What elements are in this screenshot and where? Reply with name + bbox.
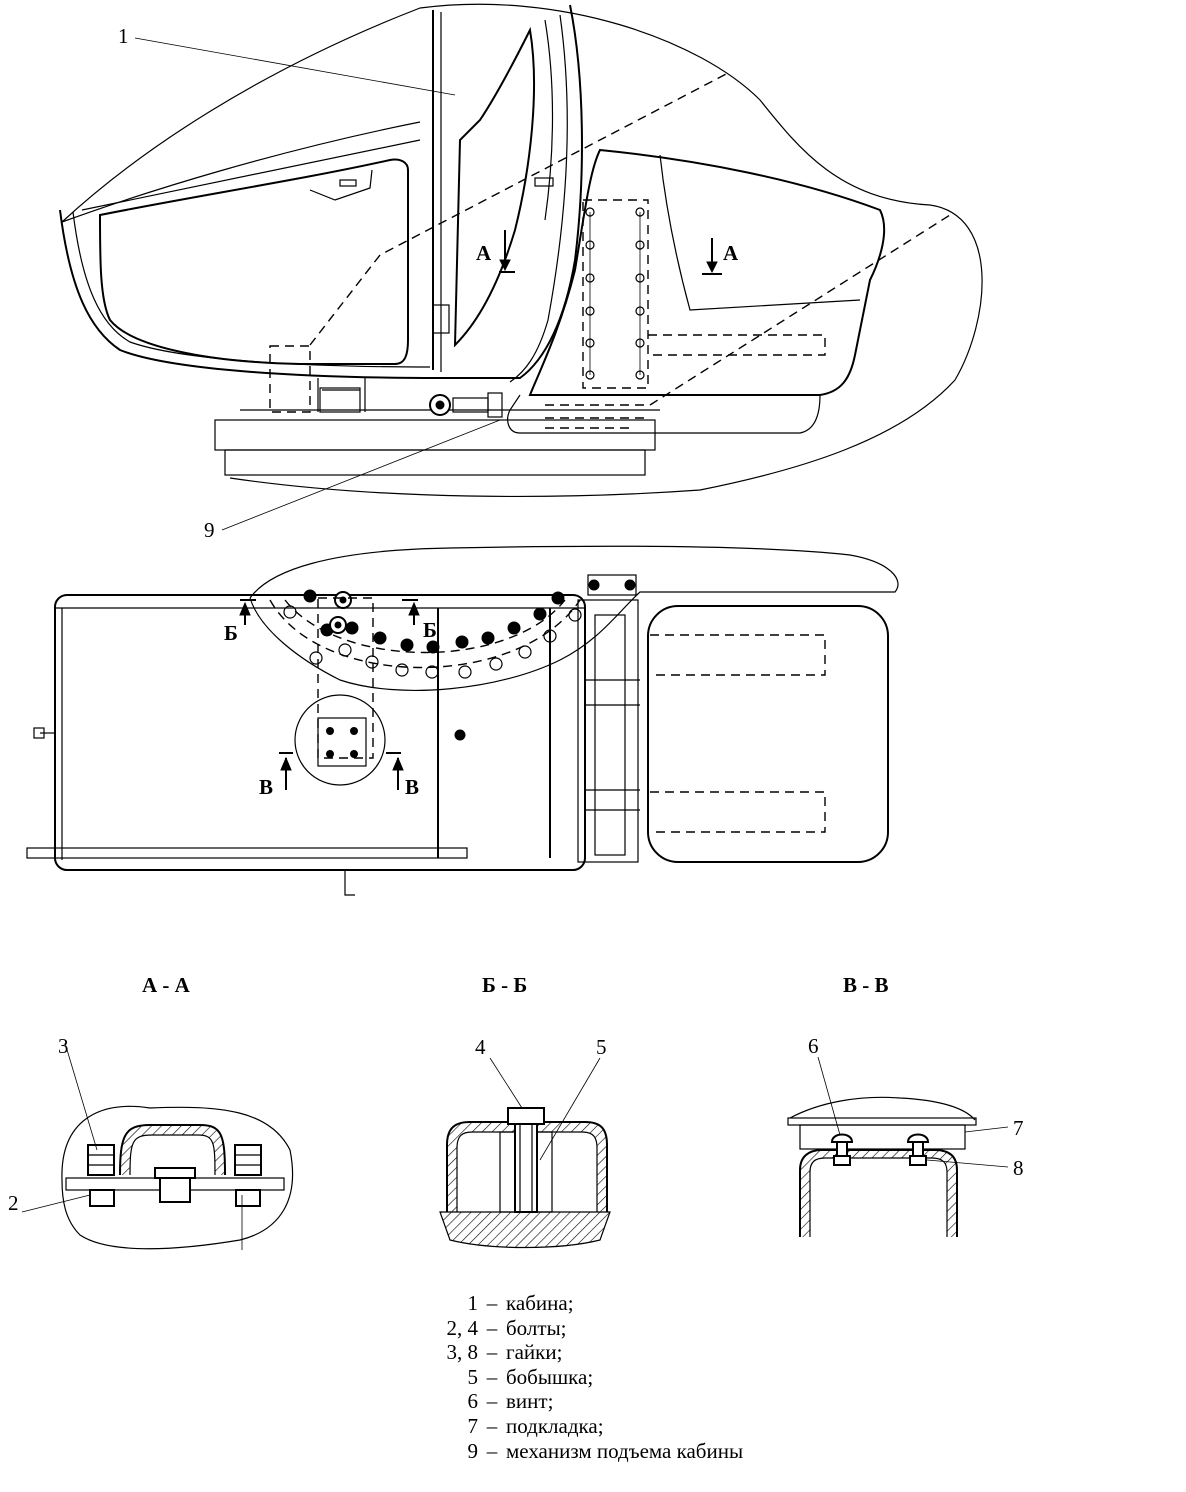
legend-text: механизм подъема кабины: [506, 1438, 744, 1463]
legend-row: 2, 4 – болты;: [400, 1316, 920, 1341]
legend-row: 1 – кабина;: [400, 1291, 920, 1316]
legend-text: кабина;: [506, 1291, 574, 1315]
legend-text: винт;: [506, 1389, 554, 1414]
callout-4: 4: [475, 1035, 486, 1059]
legend-dash: –: [486, 1413, 498, 1438]
legend-number: 5: [467, 1364, 479, 1389]
arc-bolt-pattern: [283, 589, 582, 679]
mount-pad: [317, 717, 367, 767]
bracket-bolts: [585, 207, 645, 380]
engine-hood: [528, 148, 886, 396]
plan-view-breakout-outline: [249, 545, 899, 691]
section-title-b-b: Б - Б: [482, 973, 527, 997]
callout-8: 8: [1013, 1156, 1024, 1180]
section-title-v-v: В - В: [843, 973, 889, 997]
legend-number: 1: [467, 1291, 479, 1315]
legend-text: гайки;: [506, 1340, 563, 1365]
plan-view: [26, 545, 899, 896]
legend-row: 3, 8 – гайки;: [400, 1340, 920, 1365]
legend-dash: –: [486, 1291, 498, 1315]
legend-number: 3, 8: [446, 1340, 479, 1365]
section-title-a-a: А - А: [142, 973, 191, 997]
engine-hood-plan: [647, 605, 889, 863]
screw-6-pair: [830, 1133, 930, 1166]
side-view-breakout-outline: [61, 3, 983, 498]
legend-number: 9: [467, 1438, 479, 1463]
legend-text: подкладка;: [506, 1413, 604, 1438]
callout-7: 7: [1013, 1116, 1024, 1140]
callout-9: 9: [204, 518, 215, 542]
legend-number: 7: [467, 1413, 479, 1438]
callout-3: 3: [58, 1034, 69, 1058]
section-mark-v-right: В: [405, 775, 419, 799]
legend-row: 6 – винт;: [400, 1389, 920, 1414]
legend-dash: –: [486, 1364, 498, 1389]
section-mark-b-left: Б: [224, 621, 238, 645]
legend-row: 9 – механизм подъема кабины: [400, 1439, 920, 1464]
legend-text: болты;: [506, 1315, 567, 1340]
legend-dash: –: [486, 1315, 498, 1340]
legend-text: бобышка;: [506, 1364, 594, 1389]
legend-dash: –: [486, 1438, 498, 1463]
legend-row: 7 – подкладка;: [400, 1414, 920, 1439]
callout-6: 6: [808, 1034, 819, 1058]
section-mark-b-right: Б: [423, 618, 437, 642]
parts-legend: 1 – кабина; 2, 4 – болты; 3, 8 – гайки; …: [400, 1291, 920, 1463]
cabin-door-window: [98, 158, 409, 365]
legend-number: 2, 4: [446, 1315, 479, 1340]
legend-row: 5 – бобышка;: [400, 1365, 920, 1390]
callout-1: 1: [118, 24, 129, 48]
legend-number: 6: [467, 1389, 479, 1414]
section-mark-a-left: А: [476, 241, 492, 265]
section-b-b: [439, 1057, 611, 1249]
cabin-floor-frame: [54, 594, 586, 871]
callout-5: 5: [596, 1035, 607, 1059]
section-a-a: [21, 1042, 294, 1250]
section-v-v: [787, 1056, 1009, 1237]
callout-2: 2: [8, 1191, 19, 1215]
section-mark-a-right: А: [723, 241, 739, 265]
cabin-shell: [59, 4, 583, 379]
section-mark-v-left: В: [259, 775, 273, 799]
legend-dash: –: [486, 1389, 498, 1414]
side-view: [59, 3, 983, 531]
legend-dash: –: [486, 1340, 498, 1365]
nut-3-pair: [87, 1144, 262, 1207]
